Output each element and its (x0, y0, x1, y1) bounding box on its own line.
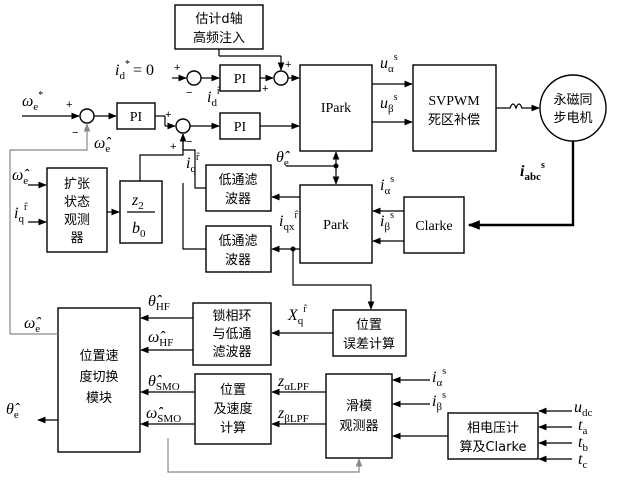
svpwm-block: SVPWM 死区补偿 (413, 65, 496, 151)
lpf2-line1: 低通滤 (218, 234, 257, 249)
label-udc: udc (574, 399, 593, 419)
lpf1-block: 低通滤 波器 (206, 165, 271, 211)
sign-hf-plus1: + (285, 59, 291, 71)
pi-d-outer-label: PI (234, 72, 247, 87)
gain-block: z2 b0 (120, 181, 162, 243)
pos-err-block: 位置 误差计算 (333, 310, 406, 356)
label-omega-hf: ω̂HF (148, 329, 173, 349)
eso-block: 扩张 状态 观测 器 (47, 168, 107, 252)
lpf1-line1: 低通滤 (218, 173, 257, 188)
ipark-label: IPark (321, 101, 351, 116)
label-theta-out: θ̂e (6, 401, 20, 421)
eso-line1: 扩张 (64, 177, 90, 192)
hf-injection-line2: 高频注入 (193, 30, 245, 46)
pv-line1: 相电压计 (467, 421, 519, 436)
phase-voltage-block: 相电压计 算及Clarke (448, 413, 538, 459)
pi-d-inner-label: PI (234, 120, 247, 135)
pos-err-line2: 误差计算 (343, 337, 395, 352)
eso-line4: 器 (70, 231, 83, 246)
park-label: Park (323, 218, 349, 233)
motor-line1: 永磁同 (553, 93, 592, 108)
clarke-label: Clarke (415, 219, 452, 234)
pv-line2: 算及Clarke (459, 440, 526, 455)
label-smo-ib: iβs (432, 390, 446, 413)
label-tc: tc (578, 451, 587, 471)
pi-speed-block: PI (117, 103, 155, 129)
pi-speed-label: PI (130, 110, 143, 125)
label-smo-ia: iαs (432, 366, 446, 389)
pos-err-line1: 位置 (356, 318, 382, 333)
sign-d-minus: − (186, 87, 192, 99)
psc-line1: 位置 (220, 383, 246, 398)
sign-q-plus: + (165, 109, 171, 121)
label-omega-e-ref: ωe* (22, 90, 43, 113)
label-theta-smo: θ̂SMO (148, 373, 180, 393)
motor-block: 永磁同 步电机 (540, 75, 606, 141)
pos-speed-calc-block: 位置 及速度 计算 (195, 374, 271, 444)
label-omega-e-fb: ω̂e (94, 135, 111, 155)
sum-hf (274, 71, 288, 85)
psc-line2: 及速度 (213, 401, 252, 417)
label-iq-hat: iqr̂ (186, 152, 200, 175)
switch-block: 位置速 度切换 模块 (58, 308, 140, 452)
label-id-ref: id*= 0 (115, 59, 154, 82)
sum-q (176, 119, 190, 133)
label-ub: uβs (380, 92, 398, 115)
label-ib: iβs (380, 210, 394, 233)
switch-line1: 位置速 (79, 349, 118, 364)
eso-line3: 观测 (64, 213, 90, 228)
switch-line2: 度切换 (79, 369, 118, 385)
lpf2-line2: 波器 (225, 253, 251, 268)
psc-line3: 计算 (220, 421, 246, 436)
lpf1-line2: 波器 (225, 192, 251, 207)
label-omega-smo: ω̂SMO (146, 405, 181, 425)
pll-block: 锁相环 与低通 滤波器 (193, 303, 271, 365)
sum-d-outer (187, 71, 201, 85)
sign-q-minus: − (186, 136, 192, 148)
motor-line2: 步电机 (553, 111, 592, 126)
pll-line2: 与低通 (212, 327, 251, 342)
pll-line3: 滤波器 (212, 345, 251, 360)
svpwm-line2: 死区补偿 (428, 113, 480, 128)
label-ua: uαs (380, 52, 398, 75)
label-eso-omega: ω̂e (12, 167, 29, 187)
sign-speed-minus: − (72, 127, 78, 139)
ipark-block: IPark (300, 65, 372, 151)
sign-d-plus: + (174, 62, 180, 74)
sign-hf-plus2: + (262, 83, 268, 95)
label-z-beta: zβLPF (277, 405, 309, 425)
label-i-abc: iabcs (520, 160, 545, 183)
label-eso-iq: iqr̂ (14, 202, 28, 225)
label-z-alpha: zαLPF (277, 373, 309, 393)
label-theta-e: θ̂e (276, 149, 290, 169)
sign-speed-plus: + (66, 99, 72, 111)
pi-d-outer-block: PI (220, 65, 260, 91)
svpwm-line1: SVPWM (428, 94, 480, 109)
switch-line3: 模块 (86, 391, 112, 406)
smo-line2: 观测器 (339, 419, 378, 434)
label-id-hat: idr̂ (207, 86, 221, 109)
label-xq: Xqr̂ (287, 304, 308, 327)
lpf2-block: 低通滤 波器 (206, 226, 271, 272)
label-iqx: iqxr̂ (279, 210, 299, 233)
hf-injection-block: 估计d轴 高频注入 (175, 5, 263, 49)
eso-line2: 状态 (64, 195, 90, 210)
clarke-block: Clarke (404, 197, 464, 253)
park-block: Park (300, 185, 372, 263)
label-ia: iαs (380, 174, 394, 197)
hf-injection-line1: 估计d轴 (195, 12, 242, 27)
pll-line1: 锁相环 (212, 308, 251, 324)
sign-q-plus2: + (170, 141, 176, 153)
label-switch-omega: ω̂e (24, 315, 41, 335)
label-theta-hf: θ̂HF (148, 293, 170, 313)
smo-block: 滑模 观测器 (326, 374, 392, 458)
smo-line1: 滑模 (346, 399, 372, 414)
sum-speed (80, 109, 94, 123)
pi-d-inner-block: PI (220, 113, 260, 139)
